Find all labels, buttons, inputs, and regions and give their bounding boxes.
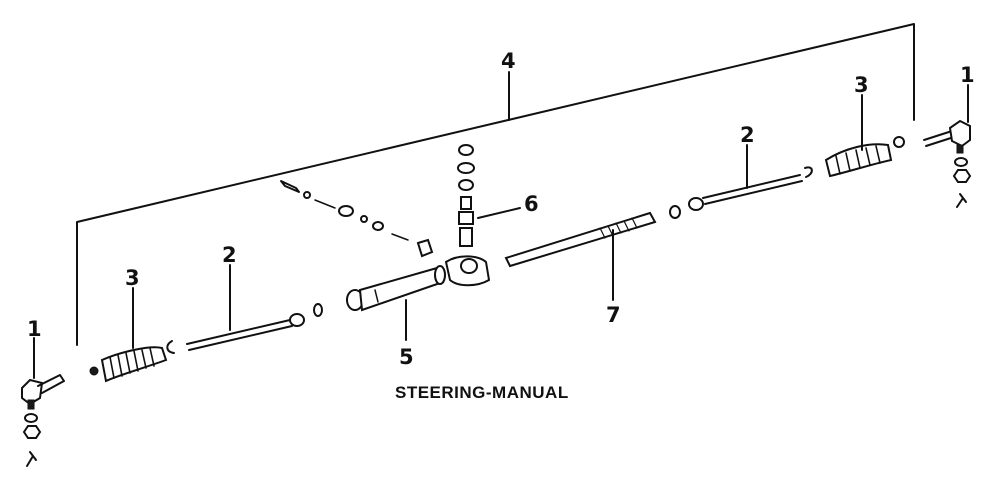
adjuster-parts <box>280 180 434 258</box>
callout-3-right: 3 <box>854 73 869 97</box>
callout-7: 7 <box>606 303 621 327</box>
rack-housing <box>346 255 491 341</box>
boot-left <box>89 287 175 383</box>
callout-1-right: 1 <box>960 63 975 87</box>
callout-2-left: 2 <box>222 243 237 267</box>
diagram-caption: STEERING-MANUAL <box>395 383 569 402</box>
callout-2-right: 2 <box>740 123 755 147</box>
callout-5: 5 <box>399 345 414 369</box>
tie-rod-end-left <box>21 337 65 467</box>
inner-tie-rod-right <box>669 144 803 219</box>
callout-1-left: 1 <box>27 317 42 341</box>
callout-4: 4 <box>501 49 516 73</box>
rack <box>504 211 657 301</box>
boot-right <box>804 94 905 178</box>
callout-3-left: 3 <box>125 266 140 290</box>
callout-6: 6 <box>524 192 539 216</box>
inner-tie-rod-left <box>186 264 323 351</box>
pinion-stack <box>457 144 521 247</box>
assembly-bracket <box>76 23 915 346</box>
tie-rod-end-right <box>923 84 972 208</box>
